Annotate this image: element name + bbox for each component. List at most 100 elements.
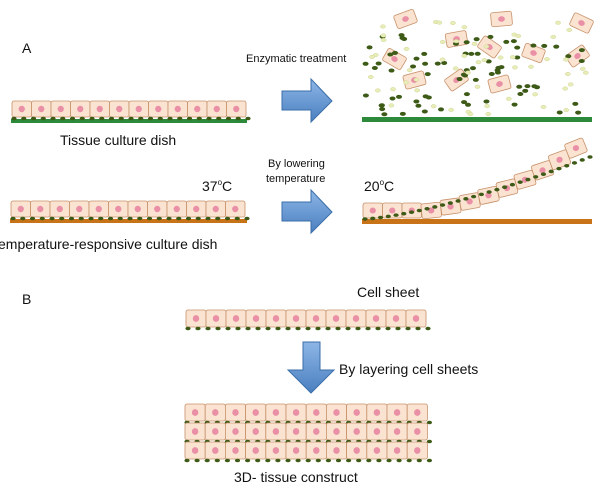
- ecm-fragment: [366, 45, 373, 50]
- cell-nucleus: [272, 447, 280, 454]
- cell: [366, 403, 388, 422]
- ecm-fragment: [498, 65, 505, 70]
- cell-nucleus: [369, 207, 376, 214]
- ecm-protein: [147, 116, 154, 121]
- ecm-protein: [395, 326, 401, 331]
- ecm-fragment: [388, 68, 395, 73]
- cell: [31, 100, 52, 118]
- ecm-protein: [455, 199, 461, 203]
- cell: [305, 441, 327, 460]
- cell: [69, 200, 90, 218]
- enzyme-debris: [414, 88, 420, 93]
- cell-nucleus: [447, 203, 454, 210]
- enzyme-debris: [474, 84, 481, 89]
- ecm-protein: [325, 458, 331, 463]
- cell: [285, 441, 307, 460]
- ecm-protein: [177, 116, 183, 121]
- layering-label: By layering cell sheets: [339, 361, 478, 377]
- enzyme-debris: [475, 60, 482, 65]
- cell-nucleus: [76, 205, 83, 213]
- cell: [30, 200, 51, 218]
- cell-nucleus: [313, 447, 320, 454]
- cell-nucleus: [414, 409, 421, 416]
- cell: [225, 200, 246, 218]
- ecm-protein: [128, 116, 134, 121]
- enzyme-debris: [567, 82, 574, 87]
- enzyme-debris: [563, 57, 569, 62]
- ecm-protein: [186, 116, 193, 121]
- cell-nucleus: [135, 105, 142, 113]
- cell: [569, 12, 594, 34]
- ecm-fragment: [510, 39, 517, 44]
- cell-nucleus: [414, 428, 421, 435]
- cell: [495, 178, 519, 198]
- cell-nucleus: [115, 205, 122, 213]
- cell-nucleus: [556, 156, 563, 163]
- cell-nucleus: [372, 315, 380, 322]
- cell-nucleus: [352, 315, 360, 322]
- cell-nucleus: [252, 428, 259, 435]
- cell-nucleus: [391, 56, 398, 62]
- ecm-protein: [245, 116, 251, 121]
- panel-a-label: A: [22, 40, 32, 56]
- enzyme-debris: [566, 27, 573, 32]
- ecm-fragment: [494, 70, 501, 75]
- ecm-protein: [396, 458, 402, 463]
- ecm-protein: [146, 216, 153, 221]
- enzyme-debris: [509, 55, 516, 60]
- cell: [185, 309, 207, 328]
- ecm-fragment: [578, 48, 585, 53]
- single-cell-sheet: [185, 309, 431, 331]
- enzymatic-treatment-label: Enzymatic treatment: [246, 53, 346, 65]
- cell: [564, 137, 588, 159]
- cell: [325, 422, 347, 441]
- cell-nucleus: [333, 428, 340, 435]
- ecm-protein: [196, 116, 202, 121]
- tissue-culture-dish-after: [362, 117, 592, 122]
- ecm-protein: [432, 205, 438, 209]
- ecm-protein: [401, 211, 407, 216]
- cell-nucleus: [530, 50, 537, 56]
- cell-nucleus: [332, 315, 340, 322]
- cell-nucleus: [116, 105, 123, 113]
- cell-nucleus: [498, 16, 505, 22]
- ecm-protein: [415, 326, 421, 331]
- lowering-temperature-label-line2: temperature: [266, 173, 325, 185]
- ecm-protein: [265, 326, 271, 331]
- temperature-20-label: 20oC: [364, 178, 394, 194]
- cell: [109, 100, 130, 118]
- cell-nucleus: [232, 447, 239, 454]
- tissue-culture-dish: [11, 119, 247, 123]
- ecm-protein: [375, 326, 381, 331]
- ecm-protein: [20, 216, 26, 221]
- ecm-protein: [235, 326, 241, 331]
- enzyme-debris: [483, 44, 490, 49]
- cell: [393, 8, 418, 30]
- cell-nucleus: [96, 105, 103, 113]
- cell: [127, 200, 148, 218]
- cell-nucleus: [292, 409, 300, 416]
- cell: [325, 309, 347, 328]
- tissue-culture-dish-label: Tissue culture dish: [60, 132, 176, 148]
- cell-nucleus: [18, 105, 25, 113]
- ecm-protein: [335, 458, 342, 463]
- cell-nucleus: [232, 205, 239, 213]
- detaching-sheet-group: [362, 137, 593, 224]
- ecm-protein: [416, 458, 422, 463]
- cell-nucleus: [191, 409, 199, 416]
- cell: [265, 309, 287, 328]
- cell: [285, 309, 307, 328]
- ecm-protein: [59, 216, 65, 221]
- cell-nucleus: [333, 409, 340, 416]
- ecm-protein: [275, 458, 281, 463]
- cell-nucleus: [393, 428, 401, 435]
- cell-nucleus: [232, 409, 239, 416]
- ecm-protein: [275, 326, 281, 331]
- ecm-protein: [393, 213, 399, 217]
- ecm-protein: [137, 216, 143, 221]
- ecm-protein: [245, 458, 251, 463]
- cell-nucleus: [373, 428, 381, 435]
- temperature-responsive-dish-label: emperature-responsive culture dish: [0, 236, 217, 252]
- ecm-protein: [579, 158, 585, 162]
